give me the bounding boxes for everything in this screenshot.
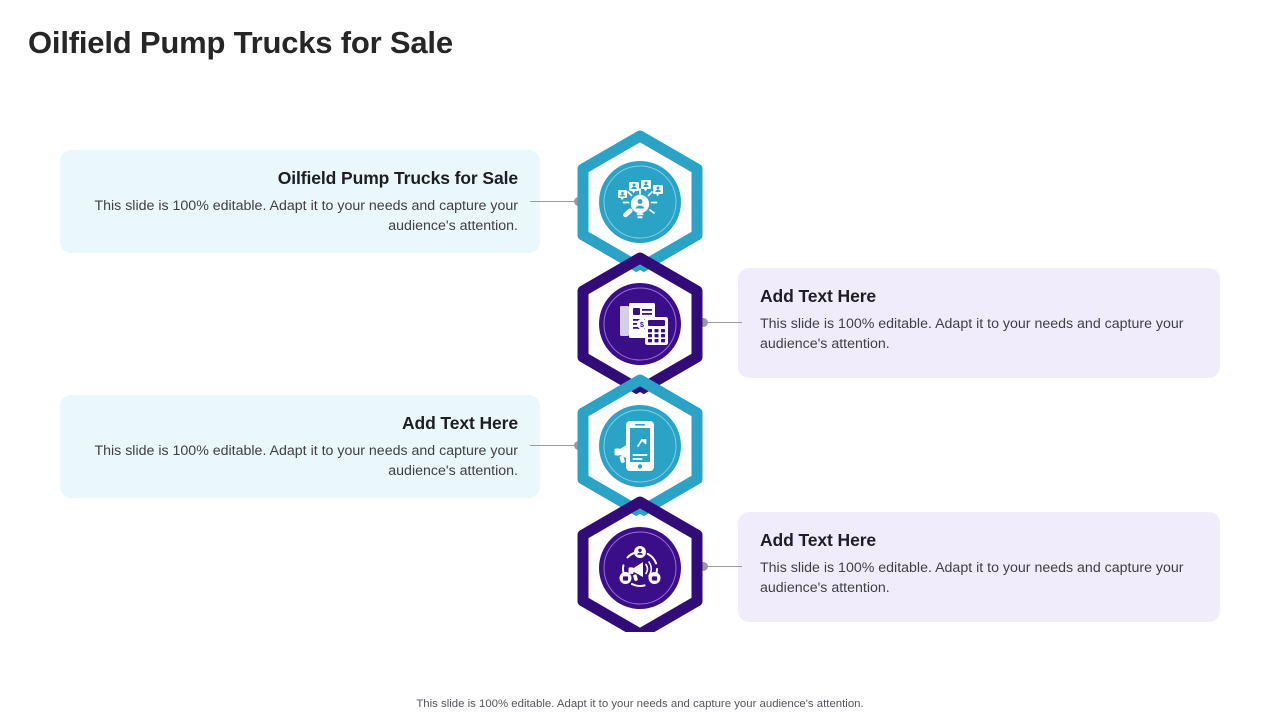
content-card-1[interactable]: Oilfield Pump Trucks for Sale This slide… [60, 150, 540, 253]
hexagon-outline-4 [577, 496, 703, 632]
hexagon-node-3[interactable] [577, 374, 703, 518]
icon-circle-ring-3 [603, 409, 677, 483]
card-heading-4: Add Text Here [760, 530, 877, 550]
page-title: Oilfield Pump Trucks for Sale [28, 25, 453, 60]
connector-line-4 [702, 566, 742, 568]
card-body-4: This slide is 100% editable. Adapt it to… [760, 559, 1184, 597]
card-body-3: This slide is 100% editable. Adapt it to… [94, 442, 518, 480]
card-heading-1: Oilfield Pump Trucks for Sale [277, 168, 518, 188]
content-card-4[interactable]: Add Text Here This slide is 100% editabl… [738, 512, 1220, 622]
connector-dot-4 [699, 562, 708, 571]
connector-line-2 [702, 322, 742, 324]
hexagon-node-1[interactable] [577, 130, 703, 274]
footer-note: This slide is 100% editable. Adapt it to… [416, 698, 864, 710]
document-calculator-icon: $ [620, 303, 668, 345]
idea-people-lightbulb-icon [618, 180, 663, 219]
card-body-1: This slide is 100% editable. Adapt it to… [94, 197, 518, 235]
content-card-2[interactable]: Add Text Here This slide is 100% editabl… [738, 268, 1220, 378]
connector-line-1 [530, 201, 578, 203]
hexagon-outline-1 [577, 130, 703, 274]
content-card-3[interactable]: Add Text Here This slide is 100% editabl… [60, 395, 540, 498]
connector-line-3 [530, 445, 578, 447]
megaphone-network-icon [619, 546, 661, 587]
mobile-megaphone-icon [614, 421, 654, 471]
hexagon-node-2[interactable]: $ [577, 252, 703, 396]
connector-dot-2 [699, 318, 708, 327]
svg-text:$: $ [640, 322, 644, 329]
hexagon-node-4[interactable] [577, 496, 703, 632]
card-heading-2: Add Text Here [760, 286, 877, 306]
card-body-2: This slide is 100% editable. Adapt it to… [760, 315, 1184, 353]
icon-circle-ring-1 [603, 165, 677, 239]
hexagon-outline-2 [577, 252, 703, 396]
hexagon-outline-3 [577, 374, 703, 518]
card-heading-3: Add Text Here [401, 413, 518, 433]
icon-circle-ring-4 [603, 531, 677, 605]
hexagon-chain: $ [577, 130, 703, 632]
icon-circle-ring-2 [603, 287, 677, 361]
